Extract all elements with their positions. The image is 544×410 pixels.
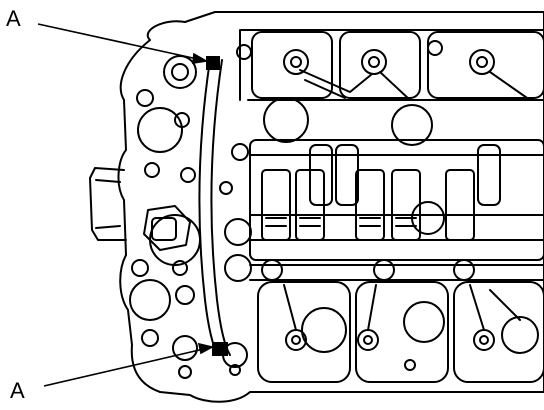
lifter-5 bbox=[445, 169, 475, 241]
bore-3 bbox=[231, 143, 249, 161]
gasket-strip-outer bbox=[198, 59, 219, 356]
rocker-stud-1-inner bbox=[290, 56, 302, 68]
cam-lobe-2 bbox=[335, 144, 359, 206]
rocker-arm-2 bbox=[379, 71, 531, 101]
bottom-bore-2 bbox=[403, 301, 445, 343]
bolt-boss-top-inner bbox=[171, 63, 189, 81]
rocker-stud-3-inner bbox=[476, 56, 488, 68]
rocker-stud-2-inner bbox=[368, 56, 380, 68]
top-boss-1 bbox=[236, 44, 252, 60]
sensor-hex bbox=[143, 205, 191, 251]
stud-left-8 bbox=[141, 329, 159, 347]
valve-stem-2-inner bbox=[363, 335, 373, 345]
strip-stud bbox=[219, 181, 233, 195]
lower-stud-1 bbox=[261, 259, 283, 281]
mid-boss-1 bbox=[411, 201, 445, 235]
bolt-boss-top bbox=[163, 55, 197, 89]
sensor-square bbox=[151, 217, 177, 241]
strip-boss bbox=[224, 218, 252, 246]
camshaft-upper bbox=[249, 154, 544, 216]
lifter-3 bbox=[355, 169, 385, 241]
boss-left-large bbox=[137, 107, 183, 153]
stud-left-3 bbox=[144, 162, 160, 178]
leader-arrow-bottom bbox=[197, 342, 215, 355]
side-bracket-inner bbox=[95, 179, 121, 229]
leader-line-top bbox=[37, 23, 203, 61]
sealant-point-top bbox=[206, 56, 220, 70]
rocker-stud-1 bbox=[283, 49, 309, 75]
bottom-bore-1 bbox=[301, 307, 347, 353]
lifter-1 bbox=[261, 169, 291, 241]
bottom-cavity-1 bbox=[257, 281, 351, 383]
bottom-bolt-2 bbox=[229, 364, 241, 376]
strip-boss-2 bbox=[224, 254, 252, 282]
callout-label-bottom: A bbox=[10, 378, 25, 403]
stud-left-2 bbox=[174, 112, 190, 128]
valve-stem-1 bbox=[285, 329, 307, 351]
bottom-cavity-2 bbox=[355, 281, 449, 383]
stud-left-7 bbox=[175, 285, 195, 305]
callout-label-top: A bbox=[6, 6, 21, 31]
cylinder-head-outline bbox=[117, 11, 544, 403]
bottom-cavity-3 bbox=[453, 281, 544, 383]
camshaft-window bbox=[249, 139, 544, 261]
valve-stem-1-inner bbox=[291, 335, 301, 345]
leader-line-bottom bbox=[43, 347, 209, 387]
top-cavity-3 bbox=[427, 31, 544, 99]
stud-left-9 bbox=[178, 365, 192, 379]
cam-lobe-1 bbox=[309, 144, 333, 206]
top-rocker-frame bbox=[239, 29, 544, 101]
stud-left-6 bbox=[172, 260, 188, 276]
sealant-point-bottom bbox=[212, 342, 228, 356]
top-cavity-2 bbox=[339, 31, 421, 99]
rocker-stud-2 bbox=[361, 49, 387, 75]
lower-rocker-arms bbox=[283, 284, 521, 331]
bottom-small-boss bbox=[404, 359, 416, 371]
rocker-stud-3 bbox=[469, 49, 495, 75]
valve-stem-3 bbox=[473, 329, 495, 351]
gasket-strip-inner bbox=[210, 59, 231, 356]
bore-1 bbox=[263, 97, 309, 143]
side-bracket bbox=[89, 167, 127, 241]
stud-left-1 bbox=[136, 89, 154, 107]
stud-left-4 bbox=[180, 167, 196, 183]
bolt-boss-bottom bbox=[172, 335, 198, 361]
stud-left-5 bbox=[131, 259, 149, 277]
lifter-springs bbox=[265, 217, 417, 227]
bottom-bore-3 bbox=[501, 316, 539, 354]
top-boss-2 bbox=[427, 40, 443, 56]
boss-left-low bbox=[129, 279, 171, 321]
valve-stem-2 bbox=[357, 329, 379, 351]
cam-lobe-3 bbox=[477, 144, 501, 206]
lower-frame bbox=[249, 264, 544, 281]
valve-stem-3-inner bbox=[479, 335, 489, 345]
lower-stud-2 bbox=[373, 259, 395, 281]
lower-stud-3 bbox=[453, 259, 475, 281]
leader-arrow-top bbox=[192, 52, 209, 64]
bore-2 bbox=[391, 104, 433, 146]
rocker-arm-1 bbox=[299, 69, 373, 99]
